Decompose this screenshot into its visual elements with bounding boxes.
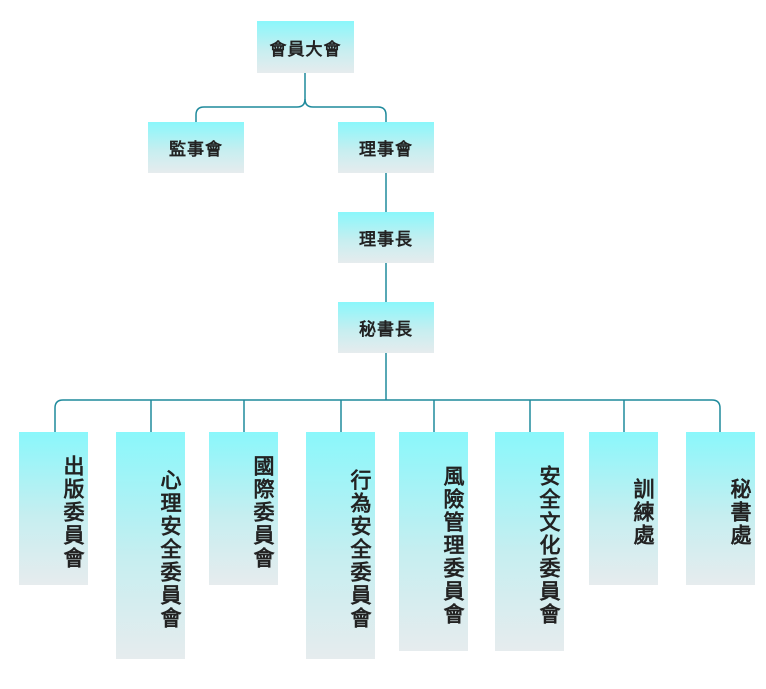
node-label: 風險管理委員會 <box>441 465 465 626</box>
node-label: 出版委員會 <box>61 455 85 570</box>
node-label: 秘書長 <box>359 320 413 340</box>
node-label: 會員大會 <box>269 39 342 60</box>
node-label: 理事會 <box>359 140 413 160</box>
connector-dept-1 <box>54 399 64 432</box>
node-label: 行為安全委員會 <box>348 469 372 630</box>
node-label: 監事會 <box>169 140 223 160</box>
connector-dept-8 <box>711 399 721 432</box>
node-dept-training: 訓練處 <box>589 432 658 585</box>
node-label: 國際委員會 <box>251 455 275 570</box>
node-board: 理事會 <box>338 122 434 173</box>
node-dept-safety-culture: 安全文化委員會 <box>495 432 564 651</box>
node-general-assembly: 會員大會 <box>257 21 354 73</box>
node-secretary-general: 秘書長 <box>338 302 434 353</box>
node-dept-publication: 出版委員會 <box>19 432 88 585</box>
connector-root-branch <box>195 73 306 122</box>
node-dept-international: 國際委員會 <box>209 432 278 585</box>
node-label: 心理安全委員會 <box>158 469 182 630</box>
connector-root-board <box>304 98 387 122</box>
node-supervisors: 監事會 <box>148 122 244 173</box>
node-chairman: 理事長 <box>338 212 434 263</box>
node-label: 訓練處 <box>631 478 655 547</box>
node-dept-psychological-safety: 心理安全委員會 <box>116 432 185 659</box>
node-label: 理事長 <box>359 230 413 250</box>
node-dept-risk-management: 風險管理委員會 <box>399 432 468 651</box>
node-dept-behavioral-safety: 行為安全委員會 <box>306 432 375 659</box>
node-dept-secretariat: 秘書處 <box>686 432 755 585</box>
node-label: 秘書處 <box>728 478 752 547</box>
node-label: 安全文化委員會 <box>537 465 561 626</box>
